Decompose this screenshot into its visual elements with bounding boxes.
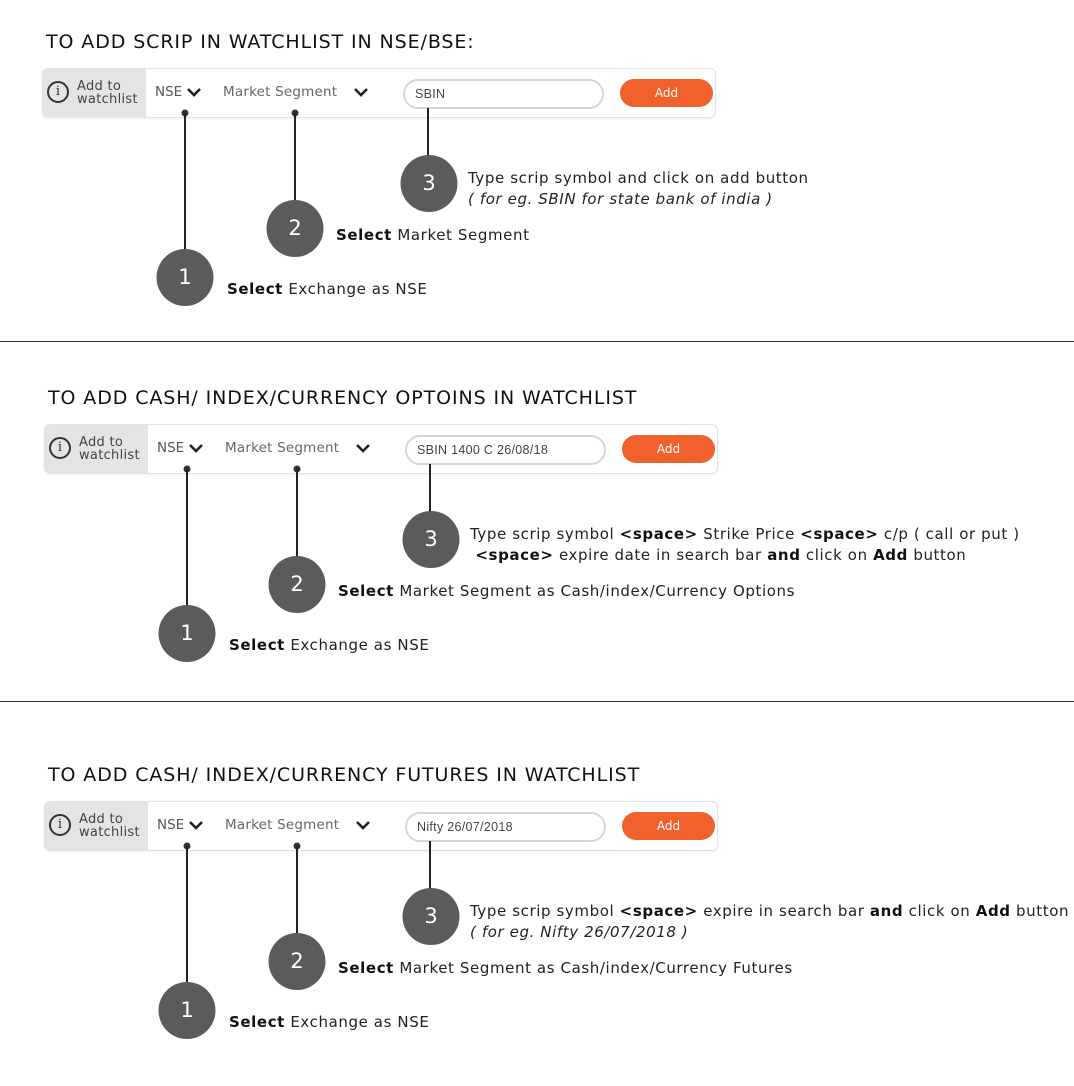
watchlist-bar: i Add to watchlist NSE Market Segment Ad… [42, 68, 716, 118]
step-3-circle: 3 [402, 888, 460, 945]
scrip-search-input[interactable] [405, 435, 606, 465]
step-2-action: Select [338, 582, 394, 600]
connector-line [186, 469, 188, 606]
step-3-part: expire date in search bar [553, 546, 768, 564]
step-3-part: click on [903, 902, 976, 920]
add-to-watchlist-panel: i Add to watchlist [45, 802, 148, 850]
step-1-detail: Exchange as NSE [282, 280, 428, 298]
step-3-circle: 3 [400, 155, 458, 212]
step-2-text: Select Market Segment as Cash/index/Curr… [338, 581, 795, 602]
step-1-text: Select Exchange as NSE [227, 279, 427, 300]
step-3-circle: 3 [402, 511, 460, 568]
connector-line [184, 113, 186, 250]
step-3-keyword: and [869, 902, 904, 920]
section-scrip-nse-bse: TO ADD SCRIP IN WATCHLIST IN NSE/BSE: i … [0, 0, 1074, 340]
chevron-down-icon[interactable] [355, 443, 371, 453]
step-2-circle: 2 [268, 556, 326, 613]
step-3-example: ( for eg. SBIN for state bank of india ) [468, 190, 773, 208]
info-icon: i [47, 81, 69, 103]
step-3-part: click on [800, 546, 874, 564]
step-3-text: Type scrip symbol and click on add butto… [468, 168, 809, 210]
step-3-part: button [1010, 902, 1070, 920]
section-divider [0, 701, 1074, 702]
exchange-dropdown[interactable]: NSE [157, 440, 185, 456]
chevron-down-icon[interactable] [186, 87, 202, 97]
step-2-circle: 2 [268, 933, 326, 990]
step-3-example: ( for eg. Nifty 26/07/2018 ) [470, 923, 689, 941]
add-button[interactable]: Add [622, 812, 715, 840]
step-3-part: expire in search bar [697, 902, 870, 920]
step-2-detail: Market Segment as Cash/index/Currency Op… [393, 582, 796, 600]
chevron-down-icon[interactable] [353, 87, 369, 97]
step-1-text: Select Exchange as NSE [229, 1012, 429, 1033]
step-1-detail: Exchange as NSE [284, 636, 430, 654]
step-2-detail: Market Segment as Cash/index/Currency Fu… [393, 959, 793, 977]
market-segment-dropdown[interactable]: Market Segment [225, 817, 340, 833]
add-to-watchlist-panel: i Add to watchlist [43, 69, 146, 117]
connector-line [427, 108, 429, 156]
market-segment-dropdown[interactable]: Market Segment [225, 440, 340, 456]
connector-line [294, 113, 296, 201]
section-title: TO ADD CASH/ INDEX/CURRENCY OPTOINS IN W… [48, 387, 638, 409]
step-3-part: button [907, 546, 967, 564]
step-3-part: Strike Price [697, 525, 801, 543]
watchlist-bar: i Add to watchlist NSE Market Segment Ad… [44, 424, 718, 474]
section-title: TO ADD CASH/ INDEX/CURRENCY FUTURES IN W… [48, 764, 641, 786]
step-3-part: c/p ( call or put ) [878, 525, 1020, 543]
step-2-text: Select Market Segment as Cash/index/Curr… [338, 958, 793, 979]
space-token: <space> [475, 546, 554, 564]
section-title: TO ADD SCRIP IN WATCHLIST IN NSE/BSE: [46, 31, 475, 53]
step-2-detail: Market Segment [391, 226, 530, 244]
exchange-dropdown[interactable]: NSE [155, 84, 183, 100]
step-3-part: Type scrip symbol [470, 525, 620, 543]
step-2-text: Select Market Segment [336, 225, 530, 246]
add-to-watchlist-label: Add to watchlist [79, 812, 140, 840]
step-3-line-1: Type scrip symbol and click on add butto… [468, 169, 809, 187]
add-to-watchlist-panel: i Add to watchlist [45, 425, 148, 473]
step-3-text: Type scrip symbol <space> expire in sear… [470, 901, 1069, 943]
scrip-search-input[interactable] [405, 812, 606, 842]
step-2-action: Select [338, 959, 394, 977]
section-futures: TO ADD CASH/ INDEX/CURRENCY FUTURES IN W… [0, 733, 1074, 1073]
add-to-watchlist-label: Add to watchlist [77, 79, 138, 107]
step-1-text: Select Exchange as NSE [229, 635, 429, 656]
step-1-action: Select [229, 1013, 285, 1031]
add-button[interactable]: Add [622, 435, 715, 463]
connector-line [429, 464, 431, 512]
step-2-circle: 2 [266, 200, 324, 257]
section-options: TO ADD CASH/ INDEX/CURRENCY OPTOINS IN W… [0, 356, 1074, 696]
step-2-action: Select [336, 226, 392, 244]
space-token: <space> [619, 525, 698, 543]
step-3-keyword: and [767, 546, 801, 564]
add-to-watchlist-label: Add to watchlist [79, 435, 140, 463]
connector-line [186, 846, 188, 983]
step-1-circle: 1 [158, 605, 216, 662]
connector-line [296, 469, 298, 557]
step-3-part: Type scrip symbol [470, 902, 620, 920]
step-1-circle: 1 [156, 249, 214, 306]
exchange-dropdown[interactable]: NSE [157, 817, 185, 833]
step-1-action: Select [227, 280, 283, 298]
step-1-detail: Exchange as NSE [284, 1013, 430, 1031]
scrip-search-input[interactable] [403, 79, 604, 109]
add-button[interactable]: Add [620, 79, 713, 107]
connector-line [296, 846, 298, 934]
step-1-action: Select [229, 636, 285, 654]
space-token: <space> [619, 902, 698, 920]
step-3-keyword: Add [873, 546, 908, 564]
space-token: <space> [800, 525, 879, 543]
connector-line [429, 841, 431, 889]
watchlist-bar: i Add to watchlist NSE Market Segment Ad… [44, 801, 718, 851]
step-3-text: Type scrip symbol <space> Strike Price <… [470, 524, 1020, 566]
chevron-down-icon[interactable] [355, 820, 371, 830]
market-segment-dropdown[interactable]: Market Segment [223, 84, 338, 100]
chevron-down-icon[interactable] [188, 820, 204, 830]
chevron-down-icon[interactable] [188, 443, 204, 453]
info-icon: i [49, 814, 71, 836]
info-icon: i [49, 437, 71, 459]
step-1-circle: 1 [158, 982, 216, 1039]
section-divider [0, 341, 1074, 342]
step-3-keyword: Add [975, 902, 1011, 920]
